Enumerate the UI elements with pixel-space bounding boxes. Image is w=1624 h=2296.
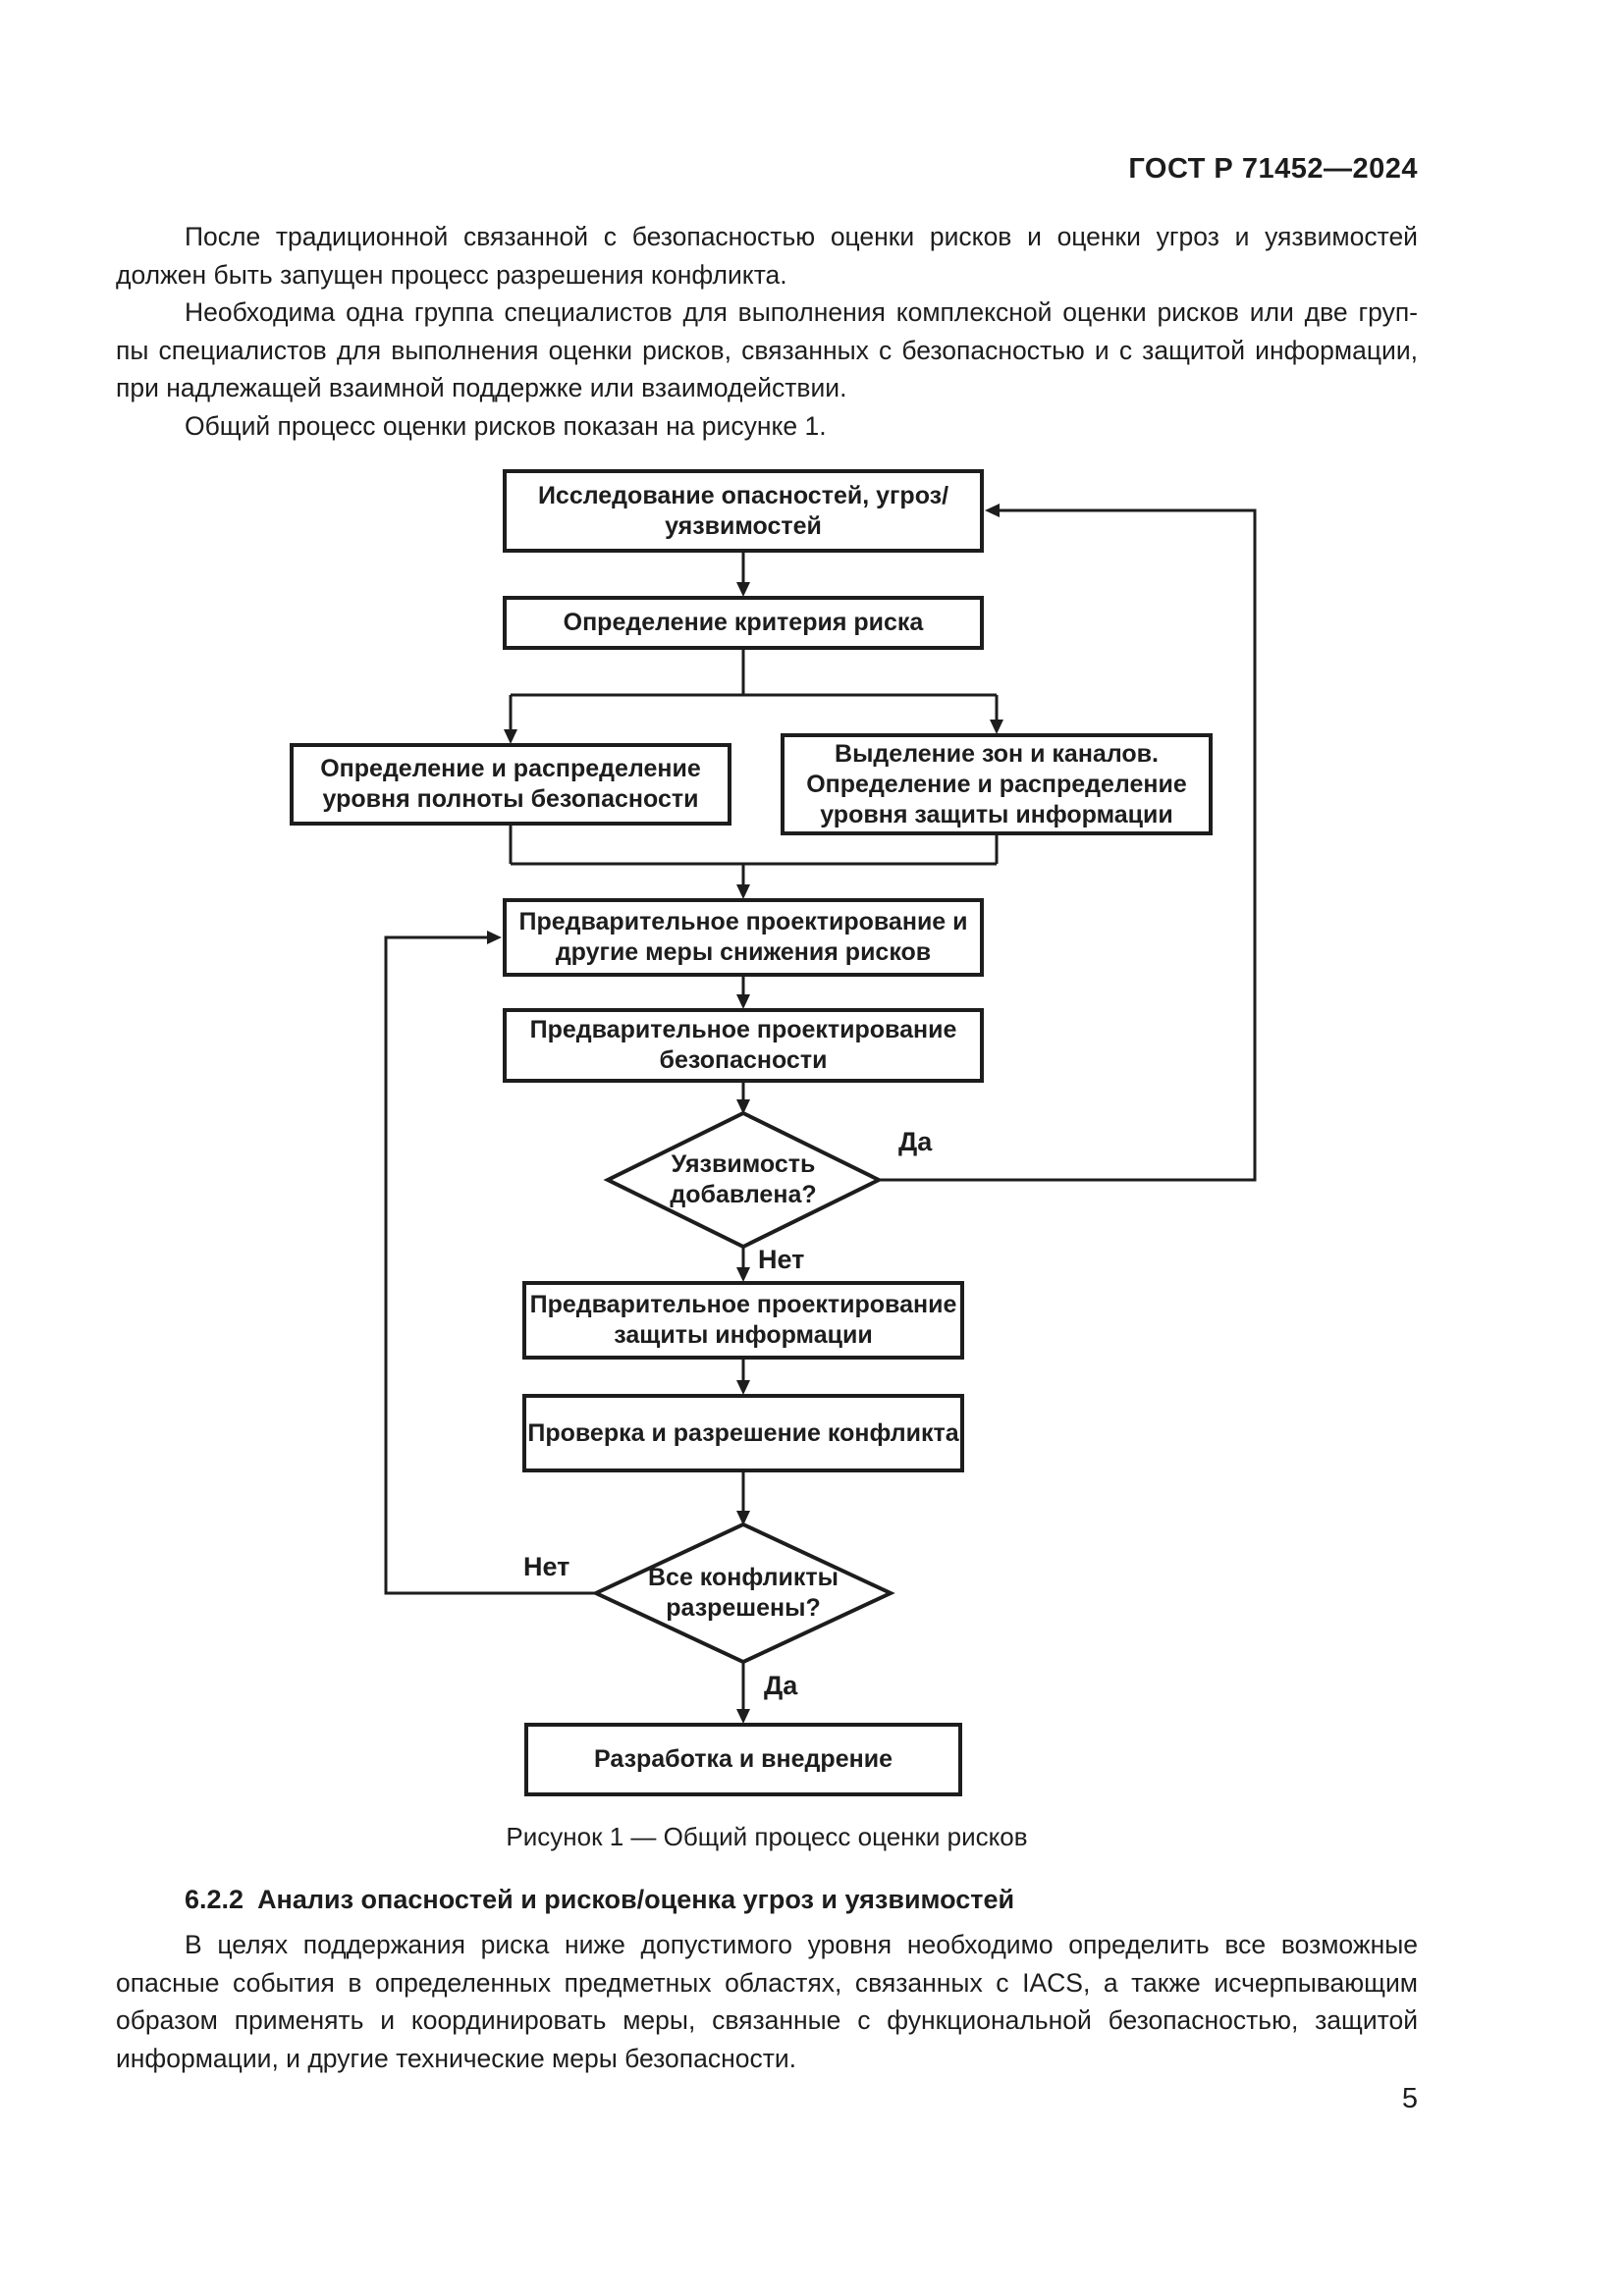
paragraph-line: Общий процесс оценки рисков показан на р… — [185, 410, 827, 441]
flow-box-line: Исследование опасностей, угроз/ — [537, 481, 949, 509]
flow-box-line: Проверка и разрешение конфликта — [527, 1418, 959, 1447]
flow-box-line: уязвимостей — [665, 511, 822, 540]
document-code-header: ГОСТ Р 71452—2024 — [1128, 153, 1418, 185]
flow-box-line: другие меры снижения рисков — [555, 938, 932, 966]
flow-box-conflict-check: Проверка и разрешение конфликта — [522, 1394, 964, 1472]
flow-box-safety-integrity-level: Определение и распределение уровня полно… — [290, 743, 731, 826]
flow-box-line: Определение и распределение — [320, 755, 701, 782]
edge-label-yes: Да — [764, 1671, 798, 1700]
flow-box-line: Предварительное проектирование — [529, 1016, 957, 1043]
page-number: 5 — [1401, 2083, 1418, 2114]
flow-box-line: Выделение зон и каналов. — [835, 739, 1159, 768]
flow-box-line: Определение и распределение — [806, 770, 1187, 798]
flow-box-line: уровня полноты безопасности — [322, 785, 699, 813]
paragraph-line: опасные события в определенных предметны… — [116, 1967, 1418, 1998]
flow-diamond-vulnerability-added: Уязвимость добавлена? — [635, 1148, 851, 1211]
paragraph-line: В целях поддержания риска ниже допустимо… — [185, 1930, 1418, 1959]
section-title: Анализ опасностей и рисков/оценка угроз … — [257, 1885, 1015, 1914]
paragraph-line: при надлежащей взаимной поддержке или вз… — [116, 373, 847, 402]
section-paragraph: В целях поддержания риска ниже допустимо… — [116, 1926, 1418, 2077]
flow-box-development: Разработка и внедрение — [524, 1723, 962, 1796]
flow-box-line: Предварительное проектирование и — [518, 908, 968, 935]
section-heading: 6.2.2 Анализ опасностей и рисков/оценка у… — [116, 1885, 1418, 1915]
intro-paragraphs: После традиционной связанной с безопасно… — [116, 218, 1418, 445]
flow-box-line: Предварительное проектирование — [529, 1291, 957, 1318]
flow-diamond-line: Все конфликты — [648, 1564, 839, 1591]
paragraph-line: образом применять и координировать меры,… — [116, 2005, 1418, 2035]
edge-label-no: Нет — [523, 1552, 570, 1581]
paragraph-line: пы специалистов для выполнения оценки ри… — [116, 335, 1418, 365]
flow-diamond-line: добавлена? — [670, 1181, 817, 1208]
flow-box-line: Разработка и внедрение — [594, 1745, 893, 1773]
flow-diamond-line: Уязвимость — [671, 1150, 816, 1178]
flow-box-predesign-risk-measures: Предварительное проектирование и другие … — [503, 898, 984, 977]
flow-diamond-conflicts-resolved: Все конфликты разрешены? — [616, 1562, 871, 1625]
flow-box-zones-channels: Выделение зон и каналов. Определение и р… — [781, 733, 1213, 835]
flow-box-line: Определение критерия риска — [563, 609, 924, 636]
flow-box-research: Исследование опасностей, угроз/ уязвимос… — [503, 469, 984, 553]
flow-diamond-line: разрешены? — [666, 1594, 821, 1622]
figure-caption: Рисунок 1 — Общий процесс оценки рисков — [506, 1822, 1028, 1851]
paragraph-line: После традиционной связанной с безопасно… — [185, 222, 1418, 251]
paragraph-line: информации, и другие технические меры бе… — [116, 2043, 797, 2073]
flow-box-predesign-safety: Предварительное проектирование безопасно… — [503, 1008, 984, 1083]
paragraph-line: Необходима одна группа специалистов для … — [185, 297, 1418, 327]
flow-box-line: уровня защиты информации — [820, 800, 1173, 828]
flow-box-line: защиты информации — [614, 1321, 873, 1349]
flow-box-predesign-infosec: Предварительное проектирование защиты ин… — [522, 1281, 964, 1360]
flow-box-line: безопасности — [659, 1046, 828, 1074]
flow-box-risk-criteria: Определение критерия риска — [503, 596, 984, 650]
section-number: 6.2.2 — [185, 1885, 244, 1914]
edge-label-no: Нет — [758, 1245, 805, 1274]
paragraph-line: должен быть запущен процесс разрешения к… — [116, 259, 787, 290]
edge-label-yes: Да — [898, 1127, 933, 1156]
